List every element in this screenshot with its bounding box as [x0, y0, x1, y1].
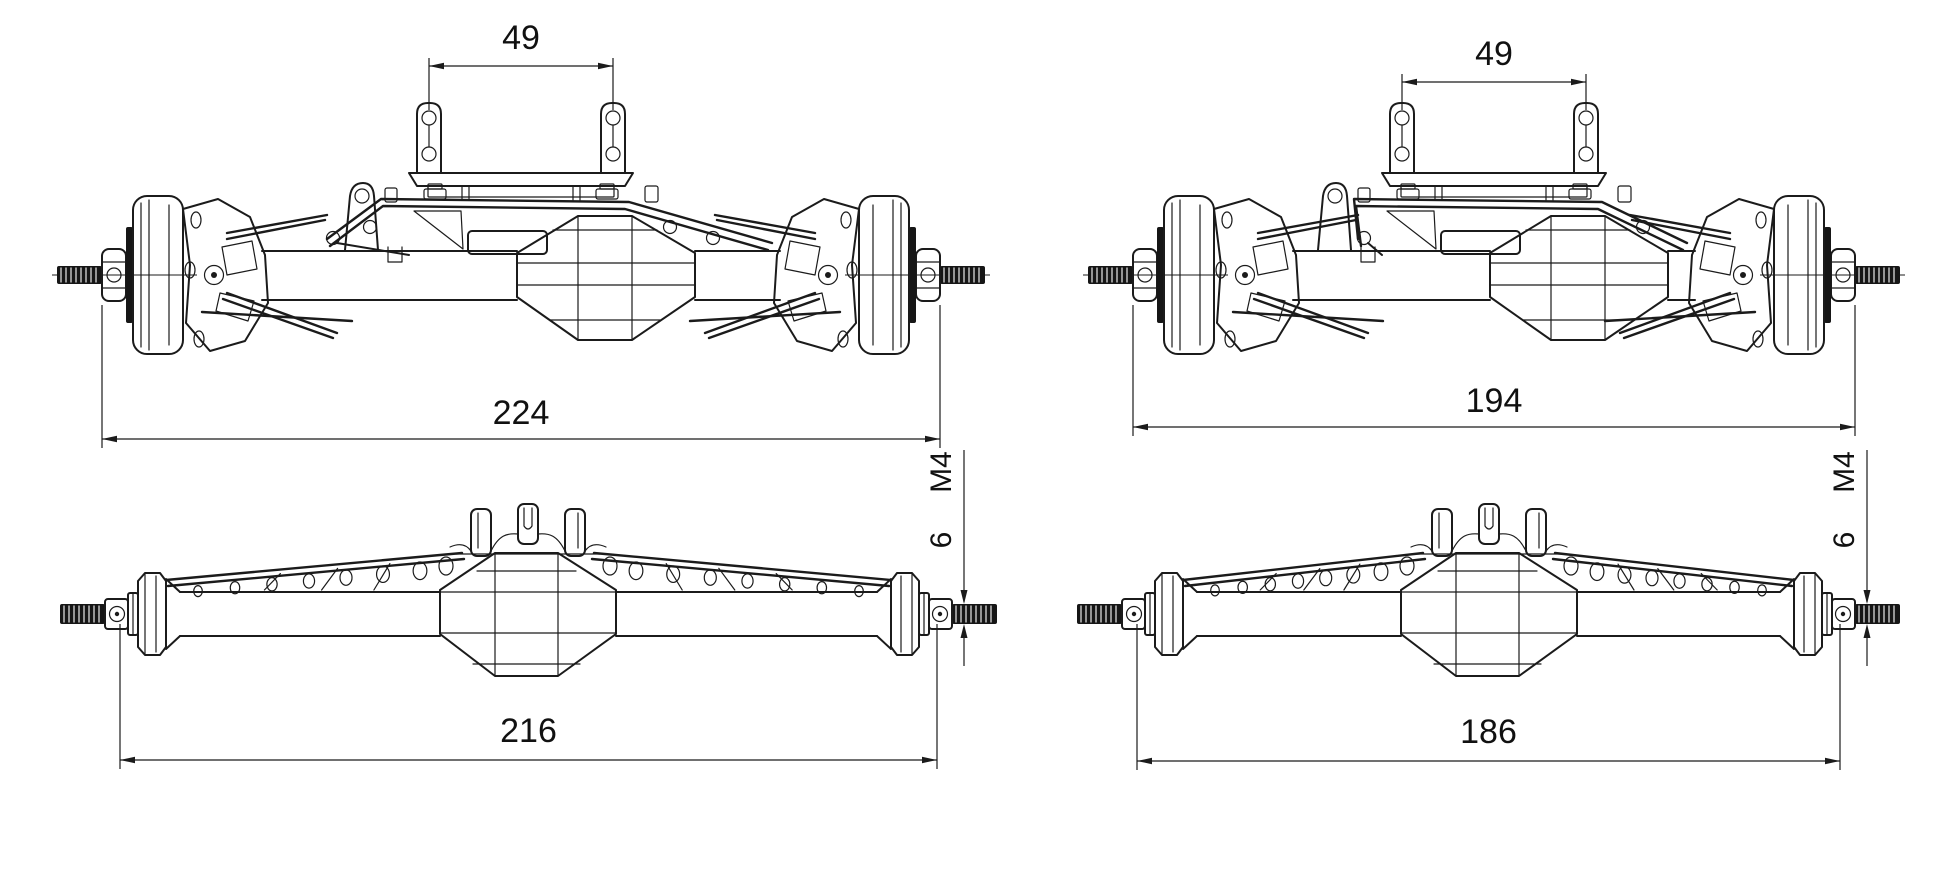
rear-axle-wide-view: 216 M4 6: [60, 450, 997, 769]
dimension-bracket-spacing: 49: [428, 19, 614, 110]
dimension-overall-width: 224: [101, 305, 941, 448]
upper-link-tower: [1410, 503, 1568, 557]
axle-end-right: [1779, 572, 1900, 656]
axle-end-left: [60, 572, 181, 656]
truss-right: [1551, 551, 1796, 597]
dimension-text-overall-width: 224: [493, 394, 550, 432]
steering-knuckle-right: [1603, 195, 1905, 355]
upper-link-bracket: [408, 102, 634, 198]
dimension-bracket-spacing: 49: [1401, 35, 1587, 110]
shock-mount-tab: [1317, 182, 1352, 251]
axle-tubes: [261, 250, 781, 301]
upper-link-bracket: [1381, 102, 1607, 198]
steering-knuckle-right: [688, 195, 990, 355]
dimension-overall-width: 194: [1132, 305, 1856, 436]
upper-link-tower: [449, 503, 607, 557]
dimension-text-overall-width: 186: [1460, 713, 1517, 751]
thread-spec-label: M4: [1828, 451, 1861, 493]
dimension-overall-width: 216: [119, 624, 938, 769]
steering-knuckle-left: [1083, 195, 1385, 355]
diff-housing: [516, 215, 696, 341]
axle-tubes: [179, 591, 878, 637]
diff-housing: [1400, 552, 1578, 677]
thread-callout: M4 6: [1828, 450, 1871, 666]
axle-tubes: [1292, 250, 1696, 301]
dimension-text-bracket-spacing: 49: [502, 19, 540, 57]
dimension-text-bracket-spacing: 49: [1475, 35, 1513, 73]
truss-left: [164, 551, 466, 598]
thread-length-label: 6: [925, 532, 958, 549]
truss-right: [590, 551, 893, 598]
diff-housing: [1489, 215, 1669, 341]
front-axle-wide-view: 49 224: [52, 19, 990, 448]
front-axle-narrow-view: 49 194: [1083, 35, 1905, 436]
thread-spec-label: M4: [925, 451, 958, 493]
rear-axle-narrow-view: 186 M4 6: [1077, 450, 1900, 770]
dimension-text-overall-width: 216: [500, 712, 557, 750]
truss-left: [1181, 551, 1427, 597]
axle-end-right: [876, 572, 997, 656]
axle-tubes: [1196, 591, 1781, 637]
diff-housing: [439, 552, 617, 677]
thread-length-label: 6: [1828, 532, 1861, 549]
steering-knuckle-left: [52, 195, 354, 355]
dimension-overall-width: 186: [1136, 624, 1841, 770]
dimension-text-overall-width: 194: [1466, 382, 1523, 420]
thread-callout: M4 6: [925, 450, 968, 666]
shock-mount-tab: [344, 182, 379, 251]
axle-end-left: [1077, 572, 1198, 656]
